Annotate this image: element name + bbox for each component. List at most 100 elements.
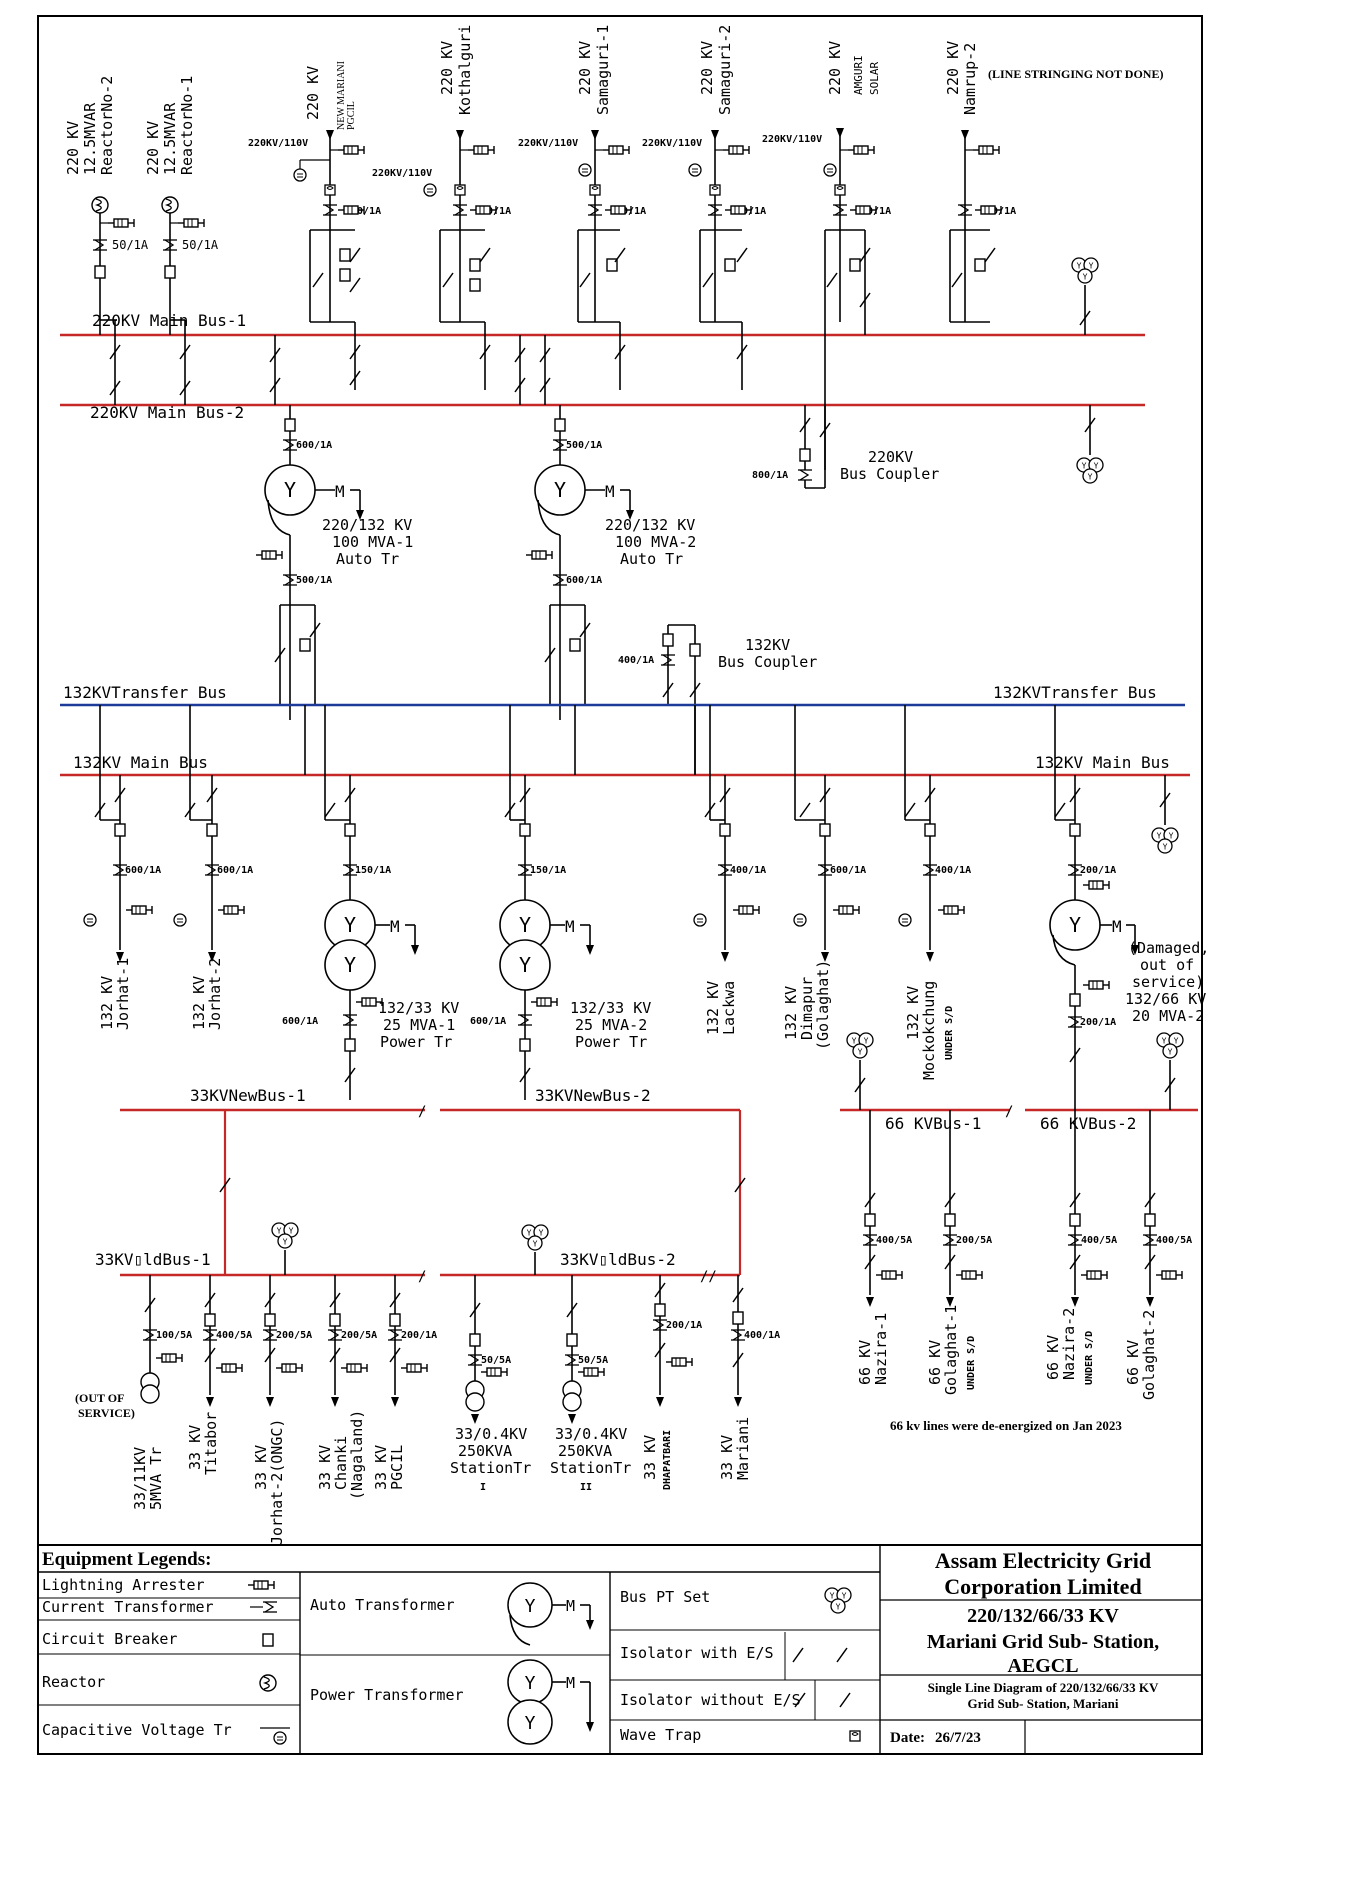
svg-text:132 KV: 132 KV (98, 976, 116, 1030)
svg-text:600/1A: 600/1A (282, 1016, 318, 1027)
svg-text:Jorhat-2: Jorhat-2 (206, 958, 224, 1030)
svg-text:12.5MVAR: 12.5MVAR (81, 102, 99, 175)
svg-text:Nazira-2: Nazira-2 (1060, 1308, 1078, 1380)
svg-text:Y: Y (519, 953, 531, 977)
feeder-66-nazira-2: 400/5A 66 KV Nazira-2 UNDER S/D (1044, 1100, 1117, 1385)
svg-text:600/1A: 600/1A (125, 865, 161, 876)
bay-220-samaguri-2: 220 KV Samaguri-2 220KV/110V 800/1A (642, 25, 766, 390)
feeder-33-station-tr-2: 50/5A 33/0.4KV 250KVA StationTr II (550, 1275, 631, 1493)
svg-text:33/0.4KV: 33/0.4KV (455, 1425, 527, 1443)
svg-text:600/1A: 600/1A (470, 1016, 506, 1027)
svg-text:ReactorNo-2: ReactorNo-2 (98, 76, 116, 175)
svg-text:400/5A: 400/5A (876, 1235, 912, 1246)
svg-text:150/1A: 150/1A (530, 865, 566, 876)
svg-text:66 KV: 66 KV (1044, 1335, 1062, 1380)
auto-transformer-1: 600/1A Y M 500/1A 220/132 KV 100 MVA-1 A… (255, 405, 413, 720)
svg-text:Current Transformer: Current Transformer (42, 1598, 214, 1616)
svg-text:800/1A: 800/1A (752, 470, 788, 481)
svg-text:Namrup-2: Namrup-2 (961, 43, 979, 115)
svg-text:Y: Y (284, 478, 296, 502)
svg-text:33 KV: 33 KV (718, 1435, 736, 1480)
svg-text:33KVNewBus-1: 33KVNewBus-1 (190, 1086, 306, 1105)
svg-text:800/1A: 800/1A (345, 206, 381, 217)
bay-220-kothalguri: 220 KV Kothalguri 220KV/110V 800/1A (372, 25, 526, 405)
svg-text:M: M (566, 1597, 575, 1615)
voltage-title: 220/132/66/33 KV (967, 1605, 1119, 1627)
bus-pt-set-icon (1151, 827, 1179, 854)
svg-text:220KV/110V: 220KV/110V (518, 138, 578, 149)
bus-pt-set-icon (1076, 457, 1104, 484)
svg-text:800/1A: 800/1A (730, 206, 766, 217)
svg-text:132KV Main Bus: 132KV Main Bus (73, 753, 208, 772)
bus-coupler-132: 400/1A 132KV Bus Coupler (618, 624, 817, 775)
svg-text:Samaguri-2: Samaguri-2 (716, 25, 734, 115)
svg-text:(Nagaland): (Nagaland) (348, 1410, 366, 1500)
svg-text:800/1A: 800/1A (475, 206, 511, 217)
svg-text:Bus Coupler: Bus Coupler (840, 465, 939, 483)
svg-text:/: / (418, 1104, 426, 1120)
reactor-icon (91, 196, 109, 214)
svg-text:132KV: 132KV (745, 636, 790, 654)
svg-text:220/132 KV: 220/132 KV (322, 516, 412, 534)
svg-text:200/1A: 200/1A (666, 1320, 702, 1331)
svg-text:400/1A: 400/1A (935, 865, 971, 876)
svg-text:Y: Y (1069, 913, 1081, 937)
svg-text:M: M (566, 1674, 575, 1692)
reactor-bay-2: 220 KV 12.5MVAR ReactorNo-2 50/1A (64, 76, 149, 405)
svg-text:132 KV: 132 KV (904, 986, 922, 1040)
svg-text:50/5A: 50/5A (481, 1355, 511, 1366)
bay-220-samaguri-1: 220 KV Samaguri-1 220KV/110V 800/1A (518, 25, 646, 405)
svg-text:800/1A: 800/1A (980, 206, 1016, 217)
lines66-note: 66 kv lines were de-energized on Jan 202… (890, 1418, 1122, 1433)
svg-text:Bus PT Set: Bus PT Set (620, 1588, 710, 1606)
svg-text:25 MVA-2: 25 MVA-2 (575, 1016, 647, 1034)
svg-text:50/5A: 50/5A (578, 1355, 608, 1366)
svg-text:33KVNewBus-2: 33KVNewBus-2 (535, 1086, 651, 1105)
svg-text:12.5MVAR: 12.5MVAR (161, 102, 179, 175)
svg-text:33KV▯ldBus-1: 33KV▯ldBus-1 (95, 1250, 211, 1269)
bay-132-dimapur: 600/1A 132 KV Dimapur (Golaghat) (782, 775, 866, 1050)
drawing-subtitle-2: Grid Sub- Station, Mariani (968, 1696, 1119, 1711)
svg-text:132KVTransfer Bus: 132KVTransfer Bus (63, 683, 227, 702)
power-transformer-1: 150/1A Y Y M 600/1A 132/33 KV 25 MVA-1 P… (282, 775, 459, 1100)
feeder-66-golaghat-2: 400/5A 66 KV Golaghat-2 (1124, 1110, 1192, 1400)
svg-text:NEW MARIANI: NEW MARIANI (336, 61, 347, 130)
svg-text:220KV/110V: 220KV/110V (642, 138, 702, 149)
svg-text:ReactorNo-1: ReactorNo-1 (178, 76, 196, 175)
svg-text:Golaghat-2: Golaghat-2 (1140, 1310, 1158, 1400)
svg-text:220KV/110V: 220KV/110V (762, 134, 822, 145)
svg-text:(Damaged,: (Damaged, (1128, 939, 1209, 957)
svg-text:132 KV: 132 KV (782, 986, 800, 1040)
svg-text:service): service) (1132, 973, 1204, 991)
svg-text:Mariani: Mariani (734, 1417, 752, 1480)
svg-text:400/1A: 400/1A (730, 865, 766, 876)
svg-text:Auto Transformer: Auto Transformer (310, 1596, 455, 1614)
svg-text:DHAPATBARI: DHAPATBARI (662, 1430, 673, 1490)
svg-text:Isolator without E/S: Isolator without E/S (620, 1691, 801, 1709)
svg-text:Y: Y (525, 1713, 536, 1734)
feeder-33-5mva-tr: 100/5A (OUT OF SERVICE) 33/11KV 5MVA Tr (75, 1275, 192, 1510)
svg-text:Kothalguri: Kothalguri (456, 25, 474, 115)
svg-text:StationTr: StationTr (550, 1459, 631, 1477)
svg-text:M: M (335, 482, 345, 501)
svg-text:33 KV: 33 KV (186, 1425, 204, 1470)
bay-132-lackwa: 400/1A 132 KV Lackwa (693, 775, 766, 1035)
svg-text:220 KV: 220 KV (698, 41, 716, 95)
svg-text:220 KV: 220 KV (304, 66, 322, 120)
svg-text:PGCIL: PGCIL (346, 101, 357, 130)
svg-text:33 KV: 33 KV (372, 1445, 390, 1490)
svg-text:66 KV: 66 KV (856, 1340, 874, 1385)
svg-text:220KV/110V: 220KV/110V (248, 138, 308, 149)
svg-text:Jorhat-2(ONGC): Jorhat-2(ONGC) (268, 1419, 286, 1545)
svg-text:220/132 KV: 220/132 KV (605, 516, 695, 534)
reactor-bay-1: 220 KV 12.5MVAR ReactorNo-1 50/1A (144, 76, 219, 405)
svg-text:250KVA: 250KVA (558, 1442, 612, 1460)
svg-text:Power Tr: Power Tr (575, 1033, 647, 1051)
svg-text:Reactor: Reactor (42, 1673, 105, 1691)
svg-text://: // (700, 1269, 717, 1285)
svg-text:33KV▯ldBus-2: 33KV▯ldBus-2 (560, 1250, 676, 1269)
svg-text:100 MVA-1: 100 MVA-1 (332, 533, 413, 551)
feeder-66-nazira-1: 400/5A 66 KV Nazira-1 (856, 1110, 912, 1385)
svg-text:132KV Main Bus: 132KV Main Bus (1035, 753, 1170, 772)
legend-title: Equipment Legends: (42, 1549, 211, 1570)
